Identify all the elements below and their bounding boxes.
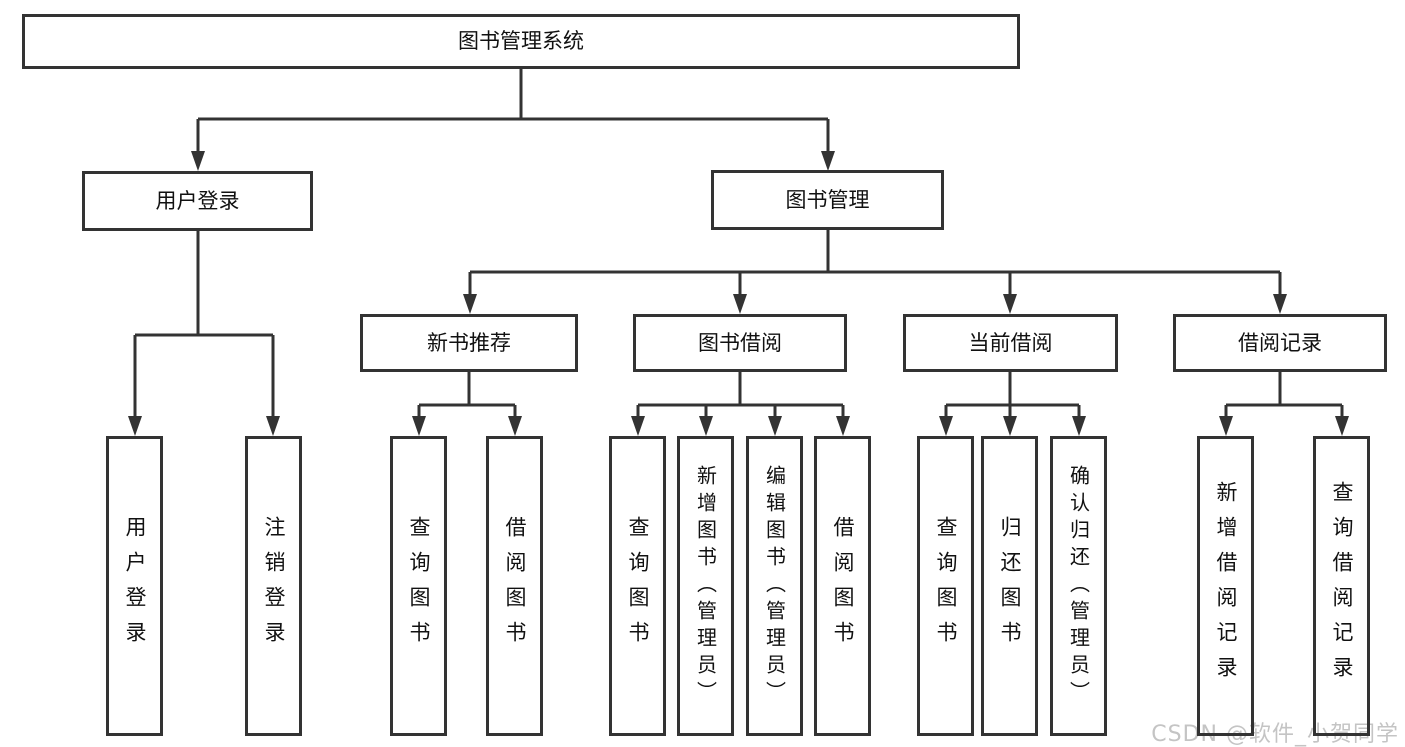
- connector-book-borrow-children: [636, 372, 845, 419]
- leaf-cb-query-books: 查询图书: [917, 436, 974, 736]
- leaf-nb-borrow-books-label: 借阅图书: [503, 516, 527, 656]
- node-user-login-label: 用户登录: [155, 188, 240, 213]
- node-book-borrow: 图书借阅: [633, 314, 847, 372]
- leaf-br-query-record-label: 查询借阅记录: [1330, 481, 1354, 691]
- node-current-borrow: 当前借阅: [903, 314, 1118, 372]
- node-borrow-records-label: 借阅记录: [1238, 330, 1322, 355]
- node-book-mgmt: 图书管理: [711, 170, 944, 230]
- leaf-nb-borrow-books: 借阅图书: [486, 436, 543, 736]
- leaf-logout: 注销登录: [245, 436, 302, 736]
- node-new-books-label: 新书推荐: [427, 330, 511, 355]
- leaf-cb-confirm-return-admin: 确认归还（管理员）: [1050, 436, 1107, 736]
- leaf-user-login-label: 用户登录: [123, 516, 147, 656]
- connector-root-children: [196, 69, 830, 154]
- leaf-nb-query-books: 查询图书: [390, 436, 447, 736]
- leaf-bb-query-books-label: 查询图书: [626, 516, 650, 656]
- leaf-br-add-record: 新增借阅记录: [1197, 436, 1254, 736]
- leaf-cb-query-books-label: 查询图书: [934, 516, 958, 656]
- leaf-bb-edit-books-admin: 编辑图书（管理员）: [746, 436, 803, 736]
- leaf-nb-query-books-label: 查询图书: [407, 516, 431, 656]
- connector-book-mgmt-children: [468, 230, 1282, 297]
- node-user-login: 用户登录: [82, 171, 313, 231]
- leaf-bb-edit-books-admin-label: 编辑图书（管理员）: [762, 464, 787, 708]
- leaf-bb-borrow-books-label: 借阅图书: [831, 516, 855, 656]
- leaf-bb-add-books-admin-label: 新增图书（管理员）: [693, 464, 718, 708]
- arrowheads: [128, 151, 1349, 436]
- leaf-user-login: 用户登录: [106, 436, 163, 736]
- leaf-br-add-record-label: 新增借阅记录: [1214, 481, 1238, 691]
- connector-new-books-children: [417, 372, 517, 419]
- connector-user-login-children: [133, 231, 275, 419]
- node-book-borrow-label: 图书借阅: [698, 330, 782, 355]
- connector-current-borrow-children: [944, 372, 1081, 419]
- node-borrow-records: 借阅记录: [1173, 314, 1387, 372]
- node-current-borrow-label: 当前借阅: [968, 330, 1053, 355]
- leaf-cb-return-books-label: 归还图书: [998, 516, 1022, 656]
- leaf-bb-query-books: 查询图书: [609, 436, 666, 736]
- node-new-books: 新书推荐: [360, 314, 578, 372]
- leaf-bb-add-books-admin: 新增图书（管理员）: [677, 436, 734, 736]
- node-root: 图书管理系统: [22, 14, 1020, 69]
- leaf-cb-return-books: 归还图书: [981, 436, 1038, 736]
- leaf-br-query-record: 查询借阅记录: [1313, 436, 1370, 736]
- connector-borrow-records-children: [1224, 372, 1344, 419]
- leaf-bb-borrow-books: 借阅图书: [814, 436, 871, 736]
- node-book-mgmt-label: 图书管理: [785, 187, 870, 212]
- leaf-cb-confirm-return-admin-label: 确认归还（管理员）: [1066, 464, 1091, 708]
- leaf-logout-label: 注销登录: [262, 516, 286, 656]
- node-root-label: 图书管理系统: [458, 29, 584, 53]
